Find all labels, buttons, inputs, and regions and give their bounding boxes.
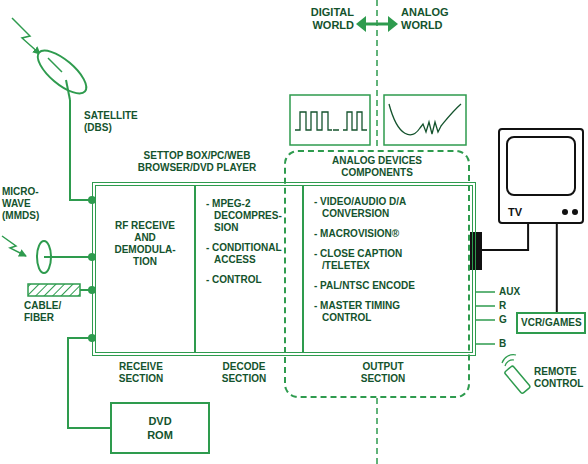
world-label: DIGITAL WORLD: [296, 6, 354, 32]
node-title: - VIDEO/AUDIO D/A CONVERSION: [314, 196, 438, 220]
tv-screen: [506, 136, 576, 196]
tv-knob: [562, 209, 568, 215]
tv-set: TV: [498, 128, 584, 224]
cable-fiber: [28, 284, 92, 296]
remote-control: [502, 355, 531, 394]
section-label: OUTPUT SECTION: [351, 361, 415, 385]
node-title: TV: [508, 206, 522, 219]
signal-name: B: [499, 338, 506, 350]
source-label: MICRO- WAVE (MMDS): [2, 186, 48, 222]
connector-line: [556, 224, 558, 312]
output-wires: [476, 292, 495, 344]
signal-name: G: [499, 314, 507, 326]
node-item: - PAL/NTSC ENCODE: [314, 280, 438, 292]
node-item: - MASTER TIMING CONTROL: [314, 300, 438, 324]
section-label: DECODE SECTION: [214, 361, 274, 385]
vcr-games-box: VCR/GAMES: [516, 312, 586, 334]
digital-waveform: [290, 95, 370, 145]
node-title: SETTOP BOX/PC/WEB BROWSER/DVD PLAYER: [132, 150, 262, 174]
node-title: RF RECEIVE AND DEMODULA- TION: [104, 220, 186, 268]
satellite-dish: [12, 18, 93, 200]
microwave-dish: [2, 236, 92, 273]
node-item: - MACROVISION®: [314, 228, 438, 240]
node-title: DVD ROM: [140, 414, 180, 442]
world-label: ANALOG WORLD: [401, 6, 463, 32]
output-section: - VIDEO/AUDIO D/A CONVERSION - MACROVISIO…: [302, 186, 472, 352]
connector-line: [68, 338, 110, 428]
node-title: VCR/GAMES: [521, 317, 581, 329]
analog-devices-region: ANALOG DEVICES COMPONENTS: [284, 150, 470, 398]
double-arrow: [356, 16, 398, 32]
device-label: REMOTE CONTROL: [534, 366, 586, 390]
receive-section: RF RECEIVE AND DEMODULA- TION: [96, 186, 194, 352]
section-label: RECEIVE SECTION: [111, 361, 171, 385]
source-label: SATELLITE (DBS): [84, 110, 154, 134]
signal-name: R: [499, 300, 506, 312]
source-label: CABLE/ FIBER: [24, 300, 74, 324]
connector-line: [476, 224, 528, 250]
node-title: ANALOG DEVICES COMPONENTS: [322, 155, 432, 179]
tv-knob: [572, 209, 578, 215]
analog-waveform: [384, 95, 466, 145]
node-item: - CLOSE CAPTION /TELETEX: [314, 248, 438, 272]
dvd-rom-box: DVD ROM: [110, 402, 210, 454]
signal-name: AUX: [499, 286, 520, 298]
